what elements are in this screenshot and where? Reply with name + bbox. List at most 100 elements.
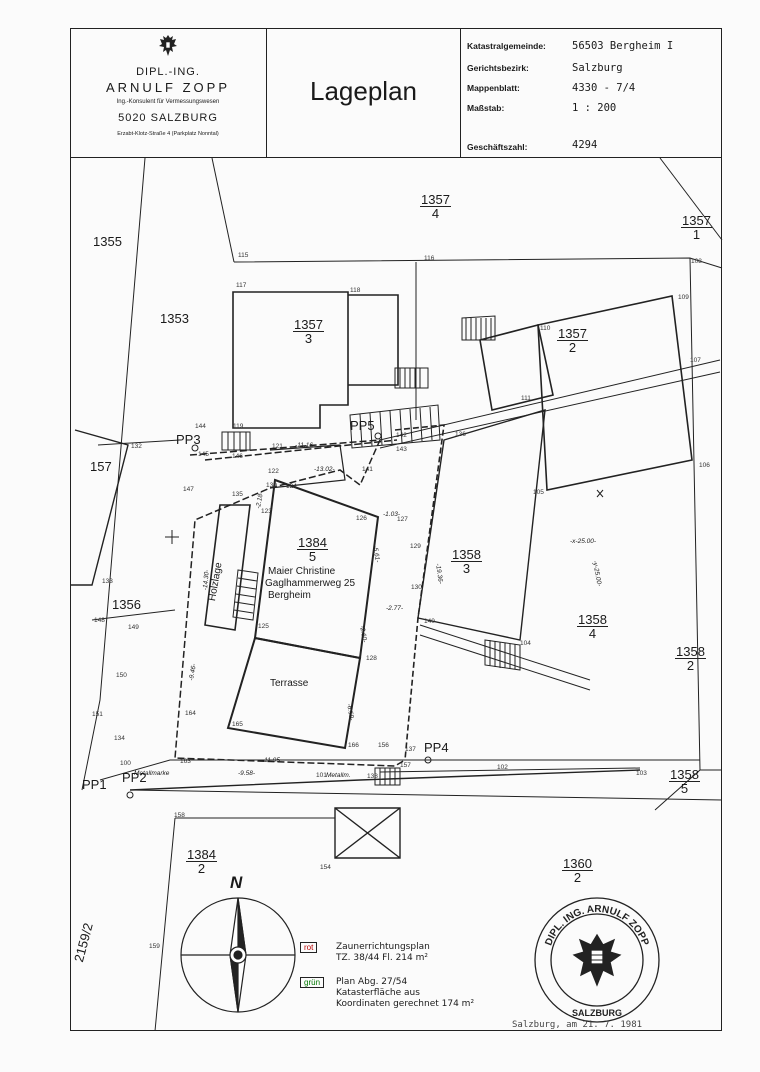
pp4-label: PP4 [424, 740, 449, 755]
parcel-boundary [659, 157, 723, 241]
pp3-marker [191, 444, 199, 452]
pp2-label: PP2 [122, 770, 147, 785]
map-frame [70, 28, 722, 1031]
info-label: Mappenblatt: [467, 83, 520, 93]
point-number: 101 [316, 772, 327, 779]
point-number: 124 [286, 483, 297, 490]
point-number: 154 [320, 864, 331, 871]
fence-plan-boundary [269, 444, 346, 489]
point-number: 148 [94, 617, 105, 624]
access-line [379, 767, 641, 773]
owner-name: Maier Christine [268, 566, 336, 577]
point-number: 147 [183, 486, 194, 493]
parcel-boundary [154, 817, 176, 1032]
parcel-boundary [97, 439, 181, 446]
point-number: 118 [350, 287, 361, 294]
point-number: 150 [116, 672, 127, 679]
pp1-label: PP1 [82, 777, 107, 792]
point-number: 149 [128, 624, 139, 631]
metallmarke-label: Metallm. [326, 772, 351, 779]
dimension-label: -11.16- [295, 442, 316, 449]
point-number: 136 [455, 431, 466, 438]
info-block: Katastralgemeinde: 56503 Bergheim I Geri… [461, 28, 722, 158]
point-number: 111 [521, 395, 531, 402]
building-outline [537, 295, 693, 491]
pp5-marker [374, 432, 382, 440]
point-number: 132 [131, 443, 142, 450]
stairs [484, 639, 521, 671]
point-number: 125 [258, 623, 269, 630]
point-number: 151 [92, 711, 103, 718]
info-label: Katastralgemeinde: [467, 41, 546, 51]
stairs [374, 767, 401, 786]
legend-green-text: Plan Abg. 27/54 Katasterfläche aus Koord… [336, 977, 475, 1009]
point-number: 123 [261, 508, 272, 515]
stamp-top-text: DIPL. ING. ARNULF ZOPP [543, 904, 650, 948]
compass-rose [180, 897, 296, 1013]
point-number: 134 [114, 735, 125, 742]
point-number: 138 [367, 773, 378, 780]
austrian-eagle-icon [159, 35, 177, 56]
point-number: 121 [272, 443, 283, 450]
point-number: 128 [366, 655, 377, 662]
parcel-label: 1355 [93, 234, 122, 249]
point-number: 166 [348, 742, 359, 749]
point-number: 133 [102, 578, 113, 585]
point-number: 130 [411, 584, 422, 591]
terrace-label: Terrasse [270, 678, 309, 689]
point-number: 127 [397, 516, 408, 523]
crossed-box [334, 807, 401, 859]
pp3-label: PP3 [176, 432, 201, 447]
point-number: 108 [691, 258, 702, 265]
pp2-marker [126, 791, 134, 799]
legend-green-swatch: grün [300, 977, 325, 988]
parcel-label: 1353 [160, 311, 189, 326]
dimension-label: -11.95- [262, 757, 283, 764]
point-number: 142 [396, 432, 407, 439]
owner-town: Bergheim [268, 590, 311, 601]
building-outline [232, 291, 349, 429]
coordinate-cross [596, 489, 604, 498]
point-number: 116 [424, 255, 435, 262]
point-number: 159 [149, 943, 160, 950]
woodshed-outline [204, 504, 251, 631]
point-number: 144 [195, 423, 206, 430]
point-number: 104 [520, 640, 531, 647]
stairs [394, 367, 429, 389]
point-number: 117 [236, 282, 247, 289]
point-number: 141 [362, 466, 373, 473]
access-line [129, 769, 641, 791]
point-number: 139 [266, 482, 277, 489]
access-line [379, 371, 721, 449]
point-number: 102 [497, 764, 508, 771]
point-number: 105 [533, 489, 544, 496]
legend-red-text: Zaunerrichtungsplan TZ. 38/44 Fl. 214 m² [336, 942, 430, 963]
dimension-label: -13.02- [314, 466, 335, 473]
point-number: 129 [410, 543, 421, 550]
point-number: 140 [424, 618, 435, 625]
point-number: 143 [396, 446, 407, 453]
north-label: N [230, 873, 243, 892]
pp4-marker [424, 756, 432, 764]
point-number: 115 [238, 252, 249, 259]
point-number: 126 [356, 515, 367, 522]
company-name: ARNULF ZOPP [105, 80, 230, 95]
surveyor-stamp [534, 897, 660, 1023]
point-number: 156 [378, 742, 389, 749]
building-outline [479, 324, 554, 411]
info-label: Maßstab: [467, 103, 505, 113]
point-number: 122 [268, 468, 279, 475]
point-number: 119 [233, 423, 244, 430]
coordinate-cross [165, 530, 179, 544]
point-number: 165 [232, 721, 243, 728]
